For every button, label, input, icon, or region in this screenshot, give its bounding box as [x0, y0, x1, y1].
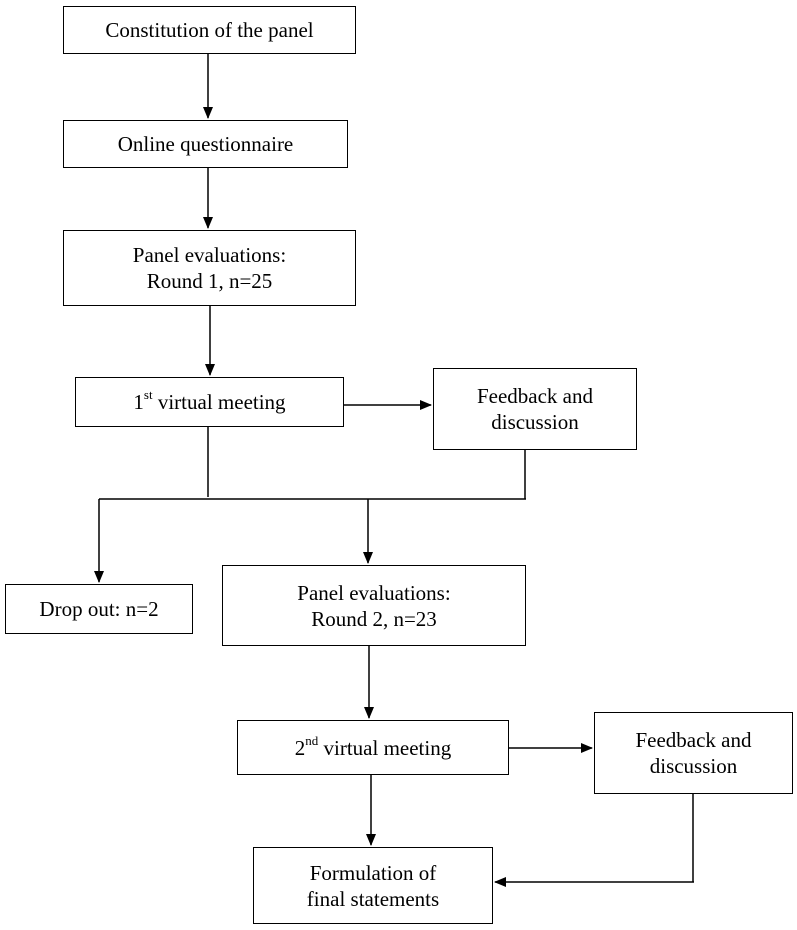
node-final-line2: final statements — [306, 886, 440, 911]
node-round1-line1: Panel evaluations: — [132, 243, 287, 267]
node-round2-line2: Round 2, n=23 — [311, 606, 437, 631]
meeting1-rest: virtual meeting — [152, 390, 286, 414]
meeting1-ordinal-suffix: st — [143, 387, 153, 402]
meeting2-ordinal-suffix: nd — [305, 732, 319, 748]
meeting2-ordinal: 2 — [294, 735, 306, 760]
node-final-line1: Formulation of — [309, 860, 437, 885]
node-feedback2: Feedback and discussion — [594, 712, 793, 794]
node-feedback1-line2: discussion — [491, 410, 579, 434]
node-second-virtual-meeting: 2nd virtual meeting — [237, 720, 509, 775]
node-online-questionnaire: Online questionnaire — [63, 120, 348, 168]
node-second-virtual-meeting-label: 2nd virtual meeting — [294, 732, 452, 761]
node-first-virtual-meeting: 1st virtual meeting — [75, 377, 344, 427]
node-dropout: Drop out: n=2 — [5, 584, 193, 634]
node-constitution-label: Constitution of the panel — [105, 18, 314, 42]
node-feedback1-line1: Feedback and — [476, 384, 594, 408]
node-feedback1: Feedback and discussion — [433, 368, 637, 450]
node-dropout-label: Drop out: n=2 — [39, 597, 159, 621]
node-round1-evaluations: Panel evaluations: Round 1, n=25 — [63, 230, 356, 306]
node-round2-evaluations: Panel evaluations: Round 2, n=23 — [222, 565, 526, 646]
node-round1-line2: Round 1, n=25 — [146, 269, 273, 293]
node-final-statements: Formulation of final statements — [253, 847, 493, 924]
node-round2-line1: Panel evaluations: — [297, 580, 451, 605]
node-feedback2-line1: Feedback and — [635, 728, 752, 752]
node-online-questionnaire-label: Online questionnaire — [117, 132, 294, 156]
node-feedback2-line2: discussion — [649, 754, 738, 778]
node-constitution: Constitution of the panel — [63, 6, 356, 54]
node-first-virtual-meeting-label: 1st virtual meeting — [133, 387, 286, 415]
meeting2-rest: virtual meeting — [318, 735, 452, 760]
meeting1-ordinal: 1 — [133, 390, 144, 414]
